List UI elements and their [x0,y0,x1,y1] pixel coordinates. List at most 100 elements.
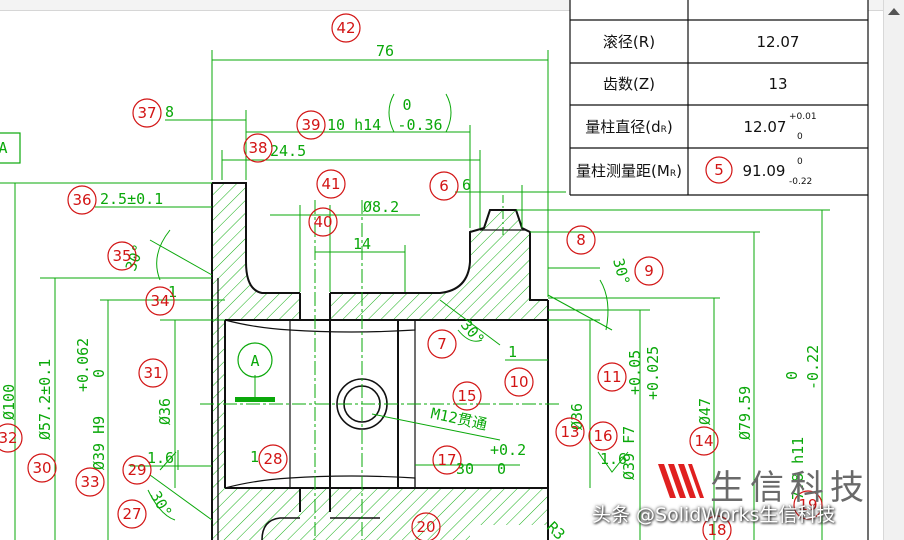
balloon-31 [138,358,168,388]
balloon-label-32: 32 [0,429,18,447]
balloon-label-11: 11 [602,368,621,386]
dim-7-8h11: 7.8 h11 [789,437,807,500]
balloon-label-6: 6 [439,177,449,195]
datum-box-left [0,132,21,164]
datum-left-label: A [0,139,8,157]
balloon-13 [555,417,585,447]
balloon-label-41: 41 [321,175,340,193]
viewer-top-bar [0,0,884,11]
balloon-label-36: 36 [72,191,91,209]
gear-data-table: 滚径(R) 12.07 齿数(Z) 13 量柱直径(dR) 12.07 +0.0… [569,0,869,540]
balloon-label-7: 7 [437,335,447,353]
balloon-33 [75,467,105,497]
dim-30-17: 30 [456,460,474,478]
balloon-35 [107,241,137,271]
hatch-left-flange [212,183,300,540]
hatch-bottom [225,488,548,540]
table-balloon-5 [705,156,733,184]
dim-r3: R3 [543,518,569,540]
dim-24-5: 24.5 [270,142,306,160]
balloon-label-35: 35 [112,247,131,265]
balloon-19 [793,490,823,520]
dim-39h9: Ø39 H9 [90,416,108,470]
dim-39h9-dn: 0 [90,369,108,378]
dim-10h14-dn: -0.36 [397,116,442,134]
watermark-brand: 生信科技 [710,468,870,508]
gear-outline [330,209,548,301]
balloon-6 [429,171,459,201]
balloon-8 [566,225,596,255]
balloon-label-13: 13 [560,423,579,441]
balloon-label-19: 19 [798,496,817,514]
watermark-handle: 头条 @SolidWorks生信科技 [592,504,836,526]
table-row-rolling-radius-label: 滚径(R) [603,33,655,51]
balloon-label-15: 15 [457,387,476,405]
dim-1-28: 1 [250,448,259,466]
dim-14: 14 [353,235,371,253]
dim-100: Ø100 [0,384,18,420]
balloon-label-40: 40 [313,213,332,231]
balloon-label-39: 39 [301,116,320,134]
balloon-10 [504,367,534,397]
balloon-label-18: 18 [707,521,726,539]
table-row-pin-dia-tol-up: +0.01 [789,112,817,122]
balloon-label-37: 37 [137,104,156,122]
dim-7-8h11-up: 0 [783,371,801,380]
dim-8: 8 [165,103,174,121]
balloon-label-20: 20 [416,518,435,536]
dim-2-5: 2.5±0.1 [100,190,163,208]
table-row-pin-dist-label: 量柱测量距(MR) [576,162,682,180]
balloon-label-28: 28 [263,450,282,468]
balloon-17 [432,445,462,475]
balloon-38 [243,133,273,163]
balloon-36 [67,185,97,215]
balloon-30 [27,453,57,483]
balloon-14 [689,426,719,456]
balloon-label-14: 14 [694,432,713,450]
dim-76: 76 [376,42,394,60]
table-row-pin-dist-value: 91.09 [743,162,786,180]
dim-47: Ø47 [696,398,714,425]
table-row-rolling-radius-value: 12.07 [757,33,800,51]
dim-57-2: Ø57.2±0.1 [36,359,54,440]
table-row-pin-dia-label: 量柱直径(dR) [585,118,673,136]
balloon-label-31: 31 [143,364,162,382]
balloon-18 [702,515,732,540]
dim-8-2: Ø8.2 [363,198,399,216]
dim-1-6-16: 1.6 [600,450,627,468]
table-row-pin-dia-value: 12.07 [744,118,787,136]
dim-10h14: 10 h14 [327,116,381,134]
dim-1-34: 1 [168,283,177,301]
datum-a-circle [237,342,273,378]
ang-30-27: 30° [147,488,176,520]
balloon-label-16: 16 [593,427,612,445]
thread-callout: M12贯通 [429,404,489,433]
balloon-7 [427,329,457,359]
balloon-29 [122,455,152,485]
balloon-label-34: 34 [150,292,169,310]
dim-39h9-up: +0.062 [74,338,92,392]
balloon-label-17: 17 [437,451,456,469]
dim-1-10: 1 [508,343,517,361]
balloon-39 [296,110,326,140]
balloon-34 [145,286,175,316]
balloon-label-42: 42 [336,19,355,37]
dimension-lines [0,50,830,540]
scroll-up-arrow-icon[interactable] [888,8,900,15]
balloon-label-27: 27 [122,505,141,523]
dim-10h14-up: 0 [402,96,411,114]
balloon-28 [258,444,288,474]
table-row-teeth-label: 齿数(Z) [603,75,655,93]
balloon-20 [411,512,441,540]
balloon-label-10: 10 [509,373,528,391]
dim-79-59: Ø79.59 [736,386,754,440]
dim-7-8h11-dn: -0.22 [804,345,822,390]
balloon-label-30: 30 [32,459,51,477]
dimension-texts: 76 8 10 h14 0 -0.36 24.5 2.5±0.1 Ø8.2 14… [0,42,822,540]
dim-39f7: Ø39 F7 [620,426,638,480]
datum-a-base [235,397,275,402]
vertical-scrollbar[interactable] [883,0,904,540]
balloon-label-38: 38 [248,139,267,157]
